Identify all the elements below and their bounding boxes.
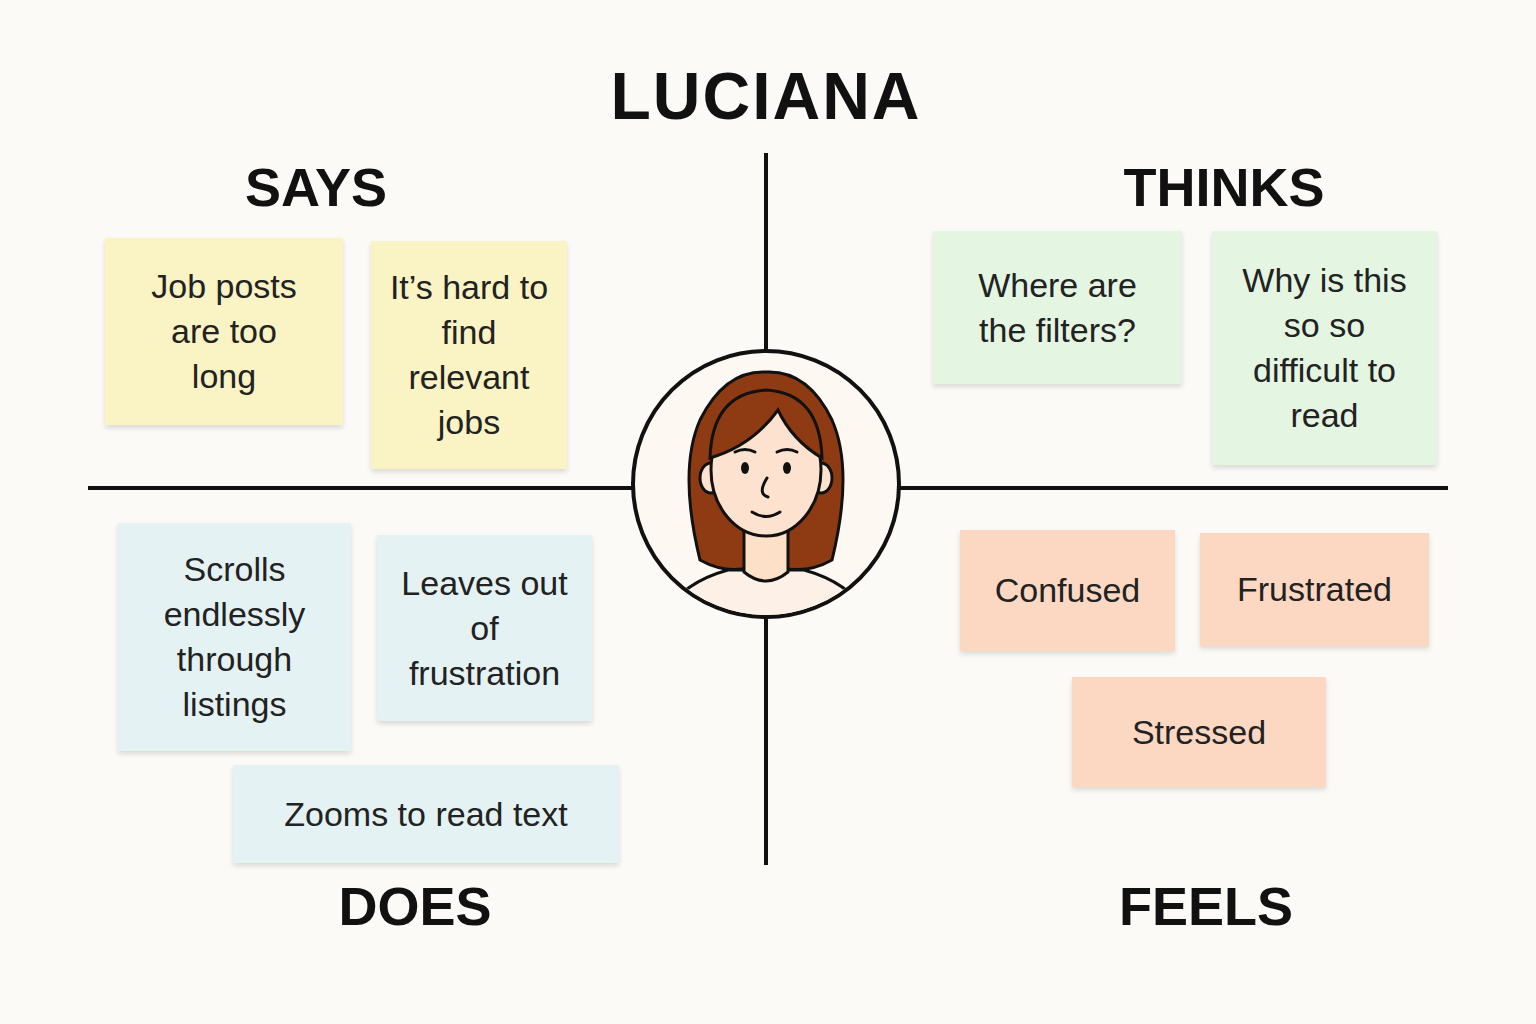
sticky-note: Scrolls endlessly through listings <box>118 523 351 751</box>
map-title: LUCIANA <box>611 58 922 134</box>
sticky-note: Where are the filters? <box>933 231 1182 384</box>
sticky-note: Frustrated <box>1200 533 1429 646</box>
sticky-note: Why is this so so difficult to read <box>1212 231 1437 465</box>
note-text: Why is this so so difficult to read <box>1237 258 1412 438</box>
sticky-note: Confused <box>960 530 1175 651</box>
quadrant-heading: SAYS <box>245 156 387 218</box>
note-text: Stressed <box>1132 710 1266 755</box>
note-text: Frustrated <box>1237 567 1392 612</box>
quadrant-heading: DOES <box>338 875 491 937</box>
sticky-note: It’s hard to find relevant jobs <box>371 241 567 469</box>
quadrant-heading: FEELS <box>1119 875 1293 937</box>
note-text: Where are the filters? <box>958 263 1158 353</box>
note-text: Scrolls endlessly through listings <box>135 547 335 727</box>
note-text: It’s hard to find relevant jobs <box>389 265 549 445</box>
note-text: Leaves out of frustration <box>392 561 577 696</box>
sticky-note: Job posts are too long <box>105 238 343 425</box>
quadrant-heading: THINKS <box>1124 156 1325 218</box>
note-text: Zooms to read text <box>284 792 567 837</box>
note-text: Confused <box>995 568 1141 613</box>
avatar-person <box>650 372 882 650</box>
avatar-circle <box>633 351 899 617</box>
note-text: Job posts are too long <box>136 264 312 399</box>
sticky-note: Stressed <box>1072 677 1326 787</box>
sticky-note: Zooms to read text <box>233 765 619 863</box>
sticky-note: Leaves out of frustration <box>377 535 592 721</box>
